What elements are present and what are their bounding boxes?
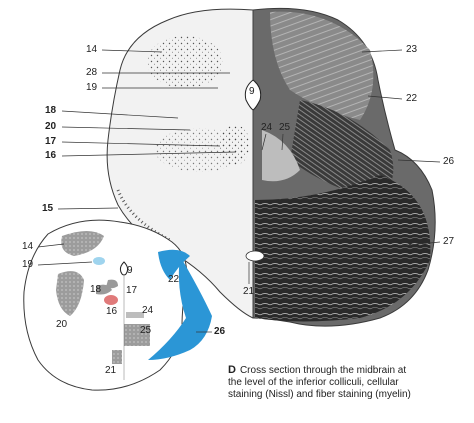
inset-label-25: 25 <box>140 325 152 336</box>
nissl-half <box>106 8 253 319</box>
leader-lines <box>57 49 441 284</box>
label-14: 14 <box>86 44 98 55</box>
inset-label-24: 24 <box>142 305 154 316</box>
inset-label-26: 26 <box>214 326 226 337</box>
label-17: 17 <box>45 136 57 147</box>
inferior-colliculus-myelin <box>270 11 374 120</box>
label-21: 21 <box>243 286 255 297</box>
inset-label-16: 16 <box>106 306 118 317</box>
label-25: 25 <box>279 122 291 133</box>
inset-aqueduct <box>119 261 129 276</box>
caption-letter: D <box>228 364 236 376</box>
inset-label-17: 17 <box>126 285 138 296</box>
inset-nucleus-21 <box>112 350 122 364</box>
label-24: 24 <box>261 122 273 133</box>
pontine-bundles <box>255 175 431 322</box>
raphe-cells <box>220 125 250 165</box>
inset-label-22: 22 <box>168 274 180 285</box>
inset-nucleus-17 <box>106 279 118 289</box>
inset-label-19: 19 <box>22 259 34 270</box>
label-15: 15 <box>42 203 54 214</box>
label-9: 9 <box>249 86 255 97</box>
label-27: 27 <box>443 236 455 247</box>
inset-nucleus-25 <box>124 324 150 346</box>
label-28: 28 <box>86 67 98 78</box>
inset-label-18: 18 <box>90 284 102 295</box>
lateral-lemniscus-myelin <box>290 100 394 200</box>
schematic-inset <box>23 219 212 391</box>
inset-leader-lines <box>37 243 212 333</box>
label-23: 23 <box>406 44 418 55</box>
caption-line-2: the level of the inferior colliculi, cel… <box>228 377 399 388</box>
inset-label-9: 9 <box>127 265 133 276</box>
inset-outline <box>23 219 188 391</box>
cerebral-peduncle-light <box>262 130 300 182</box>
label-16: 16 <box>45 150 57 161</box>
myelin-half <box>253 7 436 327</box>
caption-line-3: staining (Nissl) and fiber staining (mye… <box>228 389 411 400</box>
inset-nucleus-20 <box>56 271 84 316</box>
aqueduct <box>244 79 262 111</box>
interpeduncular-fossa <box>245 250 265 262</box>
label-26: 26 <box>443 156 455 167</box>
inset-nucleus-14 <box>61 231 104 256</box>
inset-label-21: 21 <box>105 365 117 376</box>
inset-nucleus-16 <box>104 295 118 305</box>
label-19: 19 <box>86 82 98 93</box>
inferior-colliculus-nucleus <box>147 36 223 88</box>
inset-nucleus-19 <box>93 257 105 265</box>
inset-nucleus-24 <box>126 312 144 318</box>
caption-line-1: Cross section through the midbrain at <box>239 365 407 376</box>
inset-label-14: 14 <box>22 241 34 252</box>
inset-lemniscus-26 <box>148 256 212 360</box>
label-20: 20 <box>45 121 57 132</box>
inset-label-20: 20 <box>56 319 68 330</box>
inset-lemniscus-22 <box>158 249 190 280</box>
label-18: 18 <box>45 105 57 116</box>
label-22: 22 <box>406 93 418 104</box>
